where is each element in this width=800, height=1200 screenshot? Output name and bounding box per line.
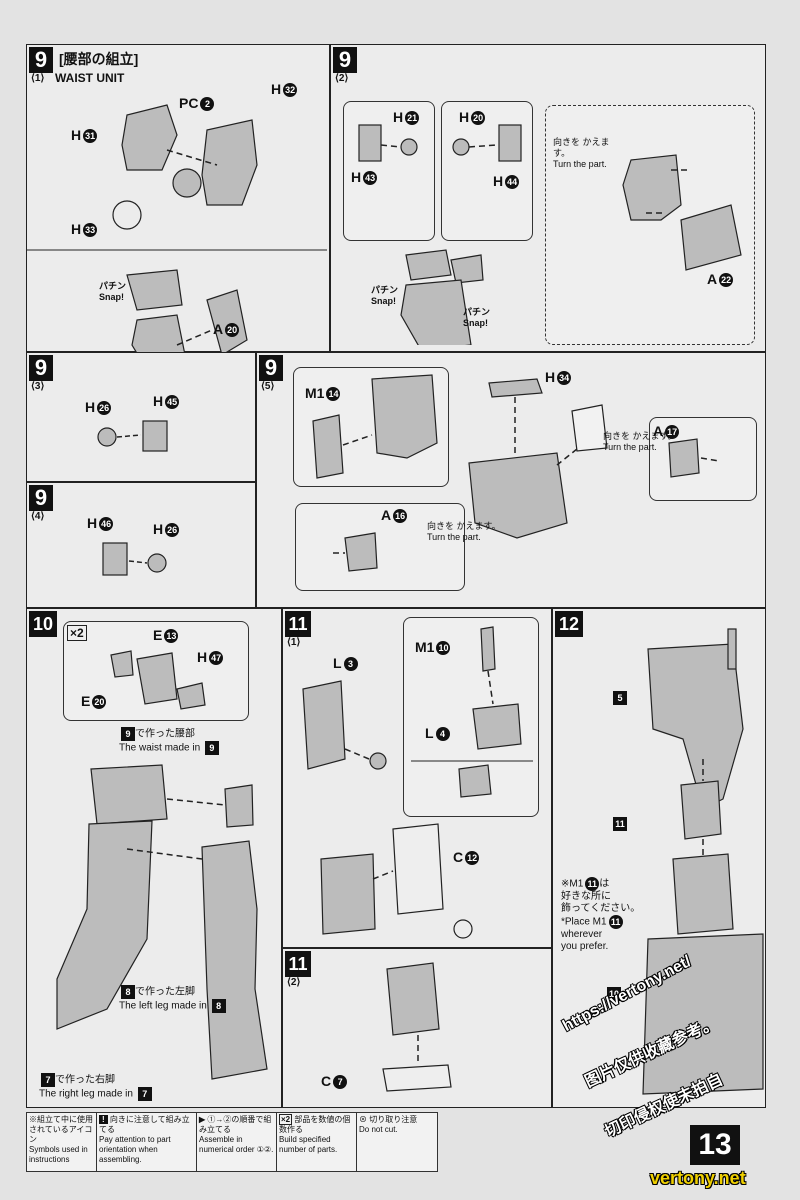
substep-label: ⟨3⟩ bbox=[31, 381, 45, 392]
step-number: 9 bbox=[29, 485, 53, 511]
substep-label: ⟨1⟩ bbox=[31, 73, 45, 84]
substep-label: ⟨5⟩ bbox=[261, 381, 275, 392]
substep-label: ⟨2⟩ bbox=[287, 977, 301, 988]
step-number: 9 bbox=[29, 47, 53, 73]
x2-icon: ×2 bbox=[279, 1114, 293, 1125]
step5-ref: 5 bbox=[611, 689, 627, 706]
x2-badge: ×2 bbox=[67, 625, 87, 641]
step10-ref: 10 bbox=[607, 987, 621, 1002]
step-number: 9 bbox=[259, 355, 283, 381]
page-number: 13 bbox=[690, 1125, 740, 1165]
step-number: 12 bbox=[555, 611, 583, 637]
detail-box-right bbox=[441, 101, 533, 241]
section-title-en: WAIST UNIT bbox=[55, 71, 125, 85]
section-title-jp: [腰部の組立] bbox=[59, 51, 139, 67]
substep-label: ⟨2⟩ bbox=[335, 73, 349, 84]
watermark-site: vertony.net bbox=[650, 1168, 746, 1188]
turn-part-note: 向きを かえます。Turn the part. bbox=[427, 521, 501, 542]
waist-sub4-illustration bbox=[102, 542, 167, 576]
final-assembly-illustration bbox=[642, 628, 764, 1095]
turn-part-note: 向きを かえます。Turn the part. bbox=[553, 137, 610, 169]
step-number: 10 bbox=[29, 611, 57, 637]
detail-box-bottom bbox=[295, 503, 465, 591]
step-number: 11 bbox=[285, 951, 311, 977]
exclamation-icon: ! bbox=[99, 1115, 108, 1124]
waist-sub3-illustration bbox=[97, 420, 168, 452]
waist-assembly-illustration bbox=[27, 104, 327, 355]
waist-detail-illustration bbox=[358, 124, 742, 345]
turn-part-note-right: 向きを かえます。Turn the part. bbox=[603, 431, 677, 452]
legs-waist-illustration bbox=[56, 650, 268, 1080]
step-number: 9 bbox=[29, 355, 53, 381]
waist-sub5-illustration bbox=[312, 374, 720, 572]
step-number: 9 bbox=[333, 47, 357, 73]
order-icon: ▶ bbox=[199, 1115, 206, 1124]
substep-label: ⟨1⟩ bbox=[287, 637, 301, 648]
detail-box-left bbox=[343, 101, 435, 241]
pilot-seat-illustration bbox=[302, 626, 533, 939]
seat-insert-illustration bbox=[382, 962, 452, 1092]
step-number: 11 bbox=[285, 611, 311, 637]
no-cut-icon: ⊗ bbox=[359, 1115, 367, 1124]
substep-label: ⟨4⟩ bbox=[31, 511, 45, 522]
step11-ref: 11 bbox=[611, 815, 627, 832]
